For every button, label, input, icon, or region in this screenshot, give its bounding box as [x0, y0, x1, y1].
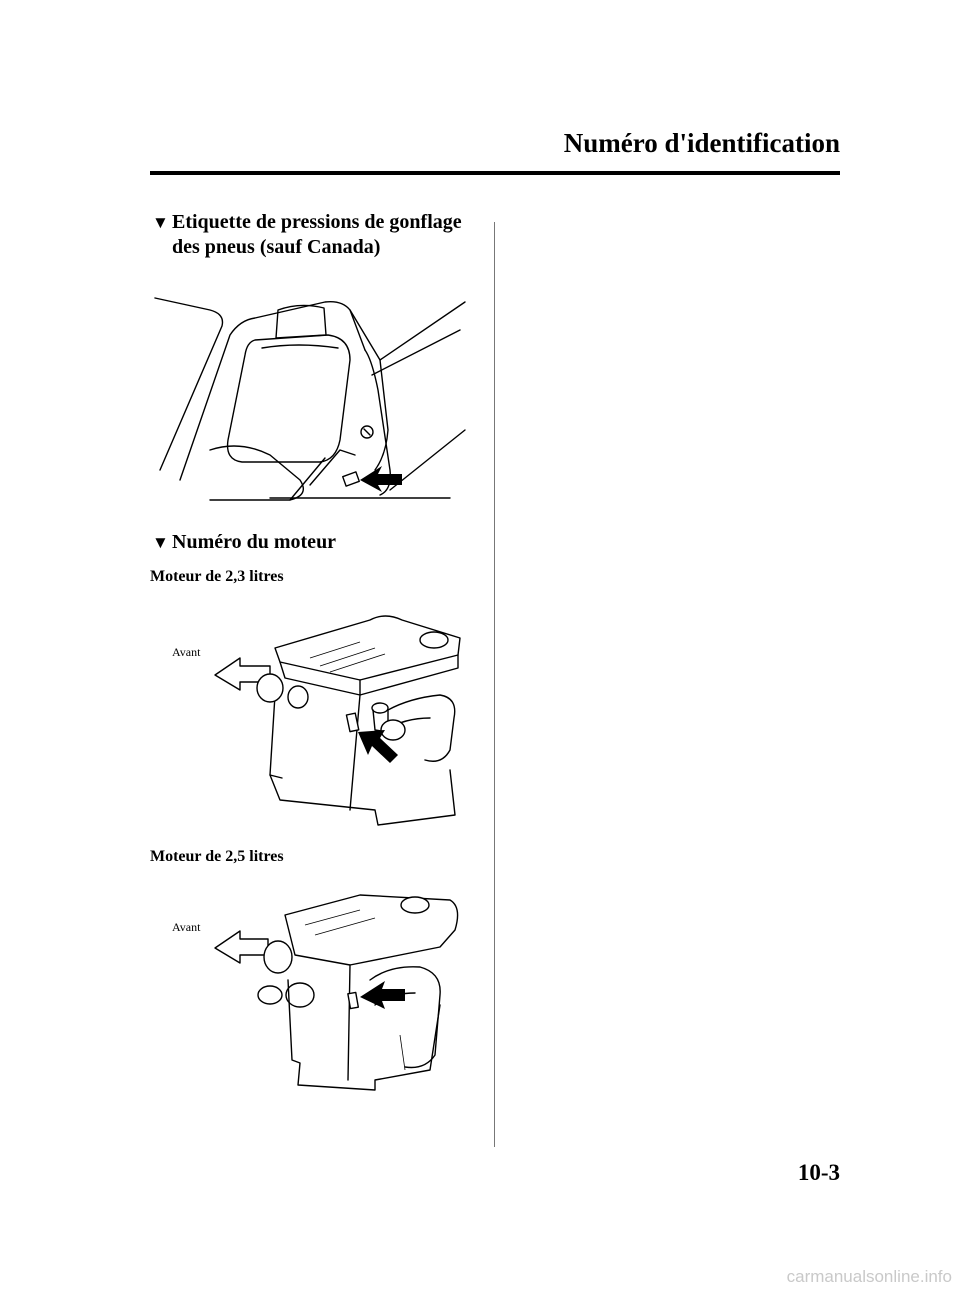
- front-label-25: Avant: [172, 920, 201, 934]
- section-title-line2: des pneus (sauf Canada): [172, 236, 381, 258]
- front-label-23: Avant: [172, 645, 201, 659]
- arrow-icon: [360, 981, 405, 1009]
- section-title-engine-number-text: Numéro du moteur: [172, 531, 337, 553]
- section-title-engine-number: ▼Numéro du moteur: [152, 530, 336, 555]
- door-label-illustration: [154, 297, 466, 501]
- section-title-line1: Etiquette de pressions de gonflage: [172, 211, 462, 233]
- front-arrow-icon: [214, 930, 269, 964]
- arrow-icon: [360, 466, 402, 492]
- engine-23-heading: Moteur de 2,3 litres: [150, 568, 284, 585]
- header-rule: [150, 171, 840, 175]
- engine-25-illustration: [214, 894, 459, 1091]
- down-triangle-icon: ▼: [152, 533, 169, 552]
- section-title-tire-label: ▼Etiquette de pressions de gonflage des …: [152, 210, 462, 260]
- page-number: 10-3: [797, 1160, 840, 1185]
- engine-23-illustration: [214, 615, 461, 826]
- down-triangle-icon: ▼: [152, 213, 169, 232]
- page-header-title: Numéro d'identification: [563, 128, 840, 158]
- watermark: carmanualsonline.info: [786, 1267, 952, 1286]
- column-divider: [494, 222, 495, 1147]
- engine-25-heading: Moteur de 2,5 litres: [150, 848, 284, 865]
- arrow-icon: [358, 730, 398, 763]
